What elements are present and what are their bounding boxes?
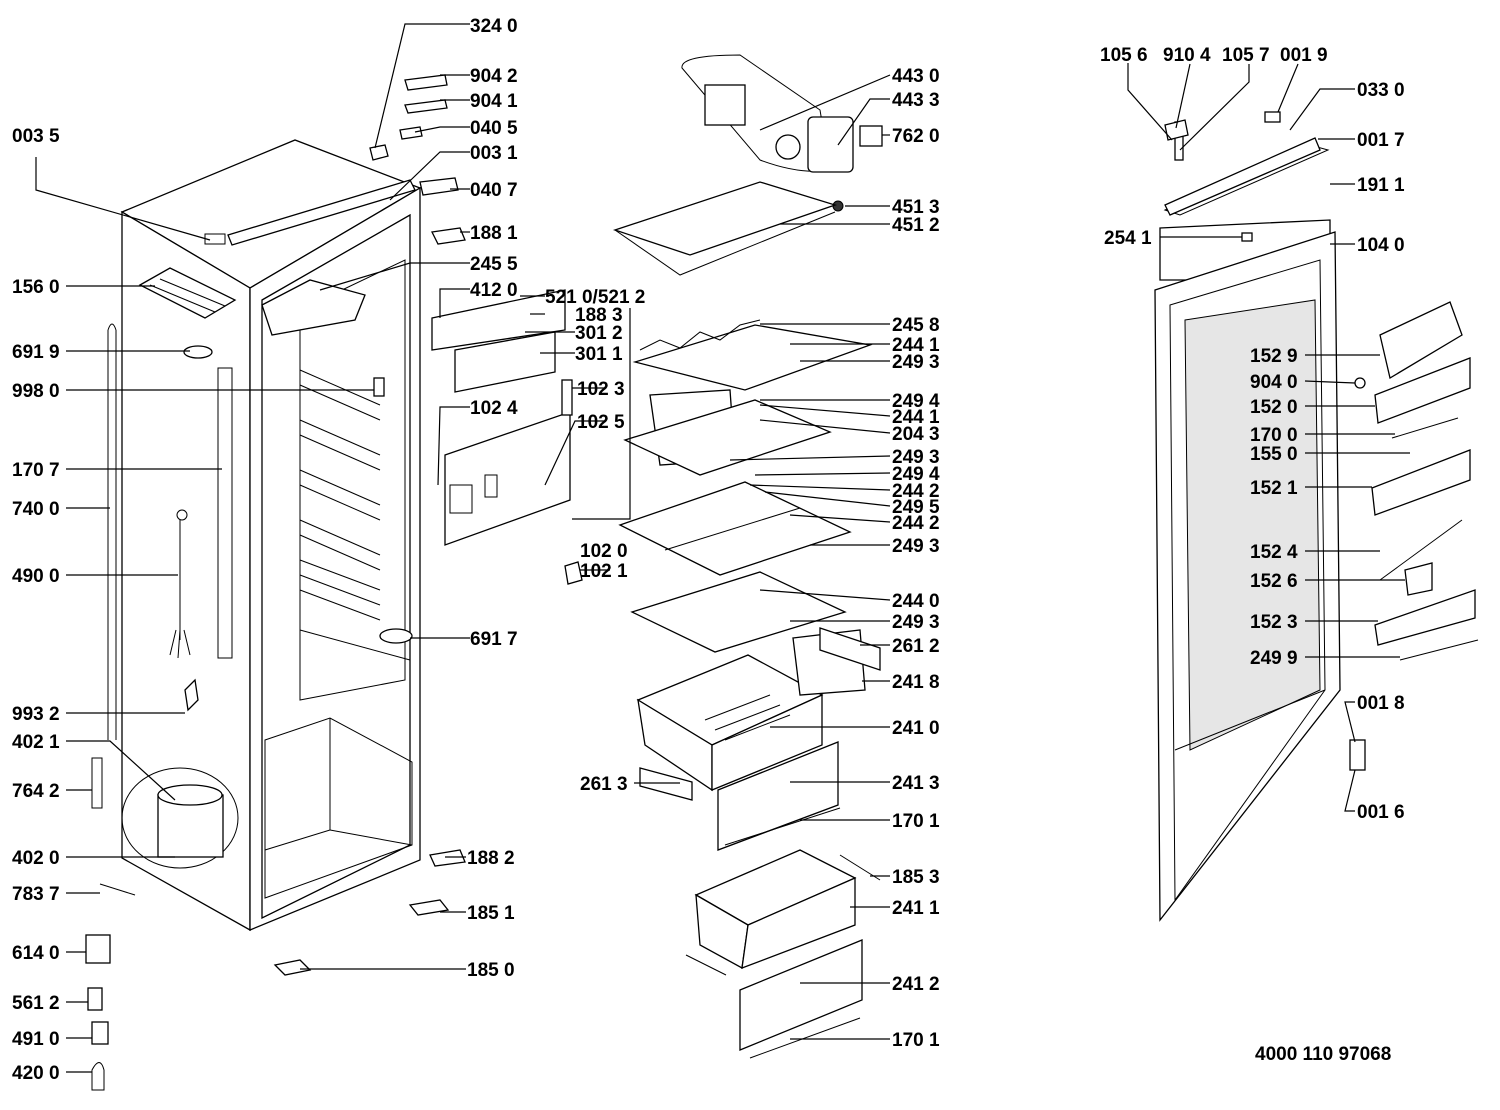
shelves-and-crispers-drawing [612,54,883,1059]
label-402-1: 402 1 [12,732,60,753]
label-614-0: 614 0 [12,943,60,964]
label-102-1: 102 1 [580,561,628,582]
label-188-1: 188 1 [470,223,518,244]
label-451-3: 451 3 [892,197,940,218]
label-904-0: 904 0 [1250,372,1298,393]
label-301-2: 301 2 [575,323,623,344]
label-691-7: 691 7 [470,629,518,650]
label-170-7: 170 7 [12,460,60,481]
label-105-6: 105 6 [1100,45,1148,66]
label-003-1: 003 1 [470,143,518,164]
label-188-2: 188 2 [467,848,515,869]
label-185-0: 185 0 [467,960,515,981]
label-152-9: 152 9 [1250,346,1298,367]
label-152-3: 152 3 [1250,612,1298,633]
label-420-0: 420 0 [12,1063,60,1084]
label-443-3: 443 3 [892,90,940,111]
label-904-2: 904 2 [470,66,518,87]
label-102-3: 102 3 [577,379,625,400]
label-301-1: 301 1 [575,344,623,365]
label-249-3b: 249 3 [892,447,940,468]
label-261-2: 261 2 [892,636,940,657]
label-412-0: 412 0 [470,280,518,301]
label-001-8: 001 8 [1357,693,1405,714]
label-244-1b: 244 1 [892,407,940,428]
label-001-7: 001 7 [1357,130,1405,151]
label-185-1: 185 1 [467,903,515,924]
label-521-0: 521 0/521 2 [545,287,645,308]
label-261-3: 261 3 [580,774,628,795]
label-040-5: 040 5 [470,118,518,139]
label-904-1: 904 1 [470,91,518,112]
label-241-3: 241 3 [892,773,940,794]
label-003-5: 003 5 [12,126,60,147]
label-188-3: 188 3 [575,305,623,326]
label-155-0: 155 0 [1250,444,1298,465]
label-249-4b: 249 4 [892,464,940,485]
label-152-4: 152 4 [1250,542,1298,563]
label-001-6: 001 6 [1357,802,1405,823]
label-740-0: 740 0 [12,499,60,520]
label-249-9: 249 9 [1250,648,1298,669]
label-249-5: 249 5 [892,497,940,518]
door-drawing [1154,111,1479,922]
label-156-0: 156 0 [12,277,60,298]
label-910-4: 910 4 [1163,45,1211,66]
label-105-7: 105 7 [1222,45,1270,66]
label-249-3a: 249 3 [892,352,940,373]
label-451-2: 451 2 [892,215,940,236]
label-249-3d: 249 3 [892,612,940,633]
label-241-1: 241 1 [892,898,940,919]
label-244-2a: 244 2 [892,481,940,502]
label-691-9: 691 9 [12,342,60,363]
label-152-1: 152 1 [1250,478,1298,499]
label-241-2: 241 2 [892,974,940,995]
label-185-3: 185 3 [892,867,940,888]
label-762-0: 762 0 [892,126,940,147]
label-324-0: 324 0 [470,16,518,37]
label-241-0: 241 0 [892,718,940,739]
label-249-4a: 249 4 [892,391,940,412]
label-993-2: 993 2 [12,704,60,725]
label-245-8: 245 8 [892,315,940,336]
label-104-0: 104 0 [1357,235,1405,256]
label-102-5: 102 5 [577,412,625,433]
label-561-2: 561 2 [12,993,60,1014]
label-033-0: 033 0 [1357,80,1405,101]
label-102-0: 102 0 [580,541,628,562]
label-152-6: 152 6 [1250,571,1298,592]
label-204-3: 204 3 [892,424,940,445]
label-170-0: 170 0 [1250,425,1298,446]
label-102-4: 102 4 [470,398,518,419]
label-783-7: 783 7 [12,884,60,905]
label-491-0: 491 0 [12,1029,60,1050]
label-244-2b: 244 2 [892,513,940,534]
label-245-5: 245 5 [470,254,518,275]
leader-lines [35,23,1410,1073]
label-254-1: 254 1 [1104,228,1152,249]
label-402-0: 402 0 [12,848,60,869]
cabinet-drawing [85,74,583,1091]
label-244-0: 244 0 [892,591,940,612]
document-number: 4000 110 97068 [1255,1044,1391,1065]
label-998-0: 998 0 [12,381,60,402]
label-490-0: 490 0 [12,566,60,587]
label-244-1a: 244 1 [892,335,940,356]
label-170-1b: 170 1 [892,1030,940,1051]
label-249-3c: 249 3 [892,536,940,557]
label-764-2: 764 2 [12,781,60,802]
label-040-7: 040 7 [470,180,518,201]
part-labels: 324 0 904 2 904 1 040 5 003 1 040 7 188 … [12,16,1405,1084]
label-191-1: 191 1 [1357,175,1405,196]
label-152-0: 152 0 [1250,397,1298,418]
label-170-1a: 170 1 [892,811,940,832]
label-443-0: 443 0 [892,66,940,87]
label-001-9: 001 9 [1280,45,1328,66]
label-241-8: 241 8 [892,672,940,693]
